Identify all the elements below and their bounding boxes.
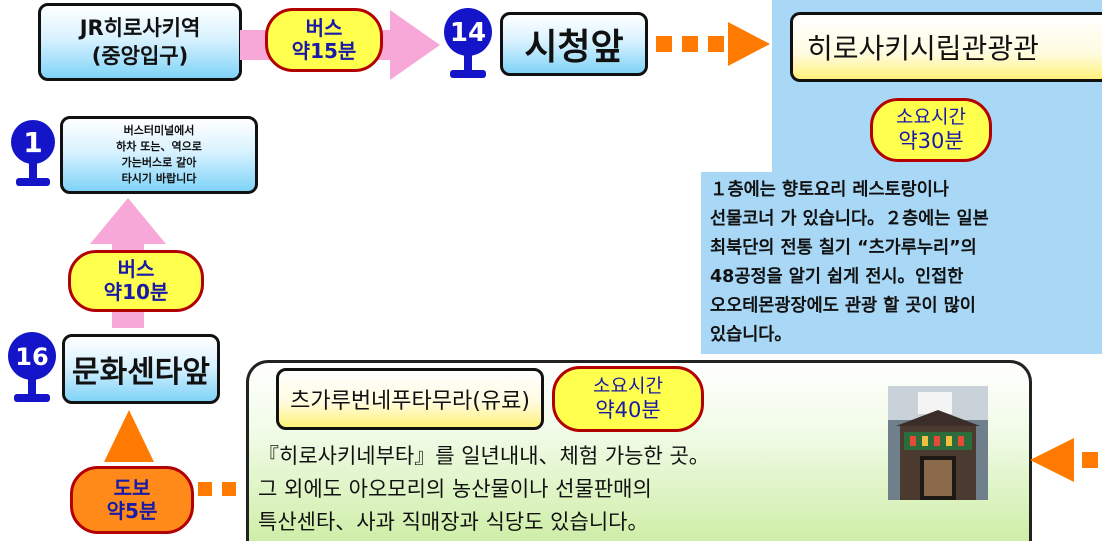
jr-hirosaki-station-box: JR히로사키역 (중앙입구) (38, 3, 242, 81)
bus-10min-badge: 버스 약10분 (68, 250, 204, 312)
tourism-desc-line: 있습니다。 (710, 325, 792, 345)
terminal-note-line: 타시기 바랍니다 (121, 172, 197, 185)
bus-10-time: 약10분 (103, 280, 169, 304)
bus-15-label: 버스 (305, 16, 343, 40)
tourism-duration-label: 소요시간 (896, 106, 966, 128)
neputa-village-title-box: 츠가루번네푸타무라(유료) (276, 368, 544, 430)
culture-center-name: 문화센타앞 (72, 355, 210, 390)
bus-stop-1-icon: 1 (11, 120, 55, 186)
tourism-duration-time: 약30분 (898, 128, 964, 153)
neputa-duration-label: 소요시간 (593, 375, 663, 397)
neputa-village-title: 츠가루번네푸타무라(유료) (290, 389, 530, 414)
orange-dashed-connector-icon (198, 482, 236, 496)
tourism-desc-line: 48공정을 알기 쉽게 전시。인접한 (710, 267, 964, 287)
bus-15min-badge: 버스 약15분 (265, 8, 383, 72)
bus-15-time: 약15분 (291, 39, 357, 63)
neputa-duration-time: 약40분 (595, 397, 661, 422)
tourism-hall-duration-badge: 소요시간 약30분 (870, 98, 992, 162)
neputa-desc-line: 그 외에도 아오모리의 농산물이나 선물판매의 (258, 477, 652, 501)
neputa-duration-badge: 소요시간 약40분 (552, 366, 704, 432)
stop-16-number: 16 (15, 343, 48, 371)
bus-10-label: 버스 (117, 257, 155, 281)
city-hall-station-box: 시청앞 (500, 12, 648, 76)
tourism-hall-desc-panel (701, 172, 1102, 354)
stop-1-number: 1 (23, 126, 42, 159)
jr-station-name: JR히로사키역 (79, 15, 201, 40)
terminal-note-line: 가는버스로 갈아 (121, 156, 197, 169)
neputa-desc-line: 『히로사키네부타』를 일년내내、체험 가능한 곳。 (258, 444, 710, 468)
bus-terminal-note-box: 버스터미널에서 하차 또는、역으로 가는버스로 갈아 타시기 바랍니다 (60, 116, 258, 194)
orange-arrow-up-icon (104, 410, 154, 462)
tourism-desc-line: 오오테몬광장에도 관광 할 곳이 많이 (710, 296, 976, 316)
neputa-village-photo (888, 386, 988, 500)
terminal-note-line: 버스터미널에서 (123, 124, 195, 137)
bus-stop-16-icon: 16 (8, 332, 56, 402)
stop-14-number: 14 (450, 18, 486, 48)
orange-dashed-arrow-left-icon (1030, 438, 1098, 482)
tourism-desc-line: 최북단의 전통 칠기 “츠가루누리”의 (710, 238, 977, 258)
walk-5min-badge: 도보 약5분 (70, 466, 194, 534)
neputa-desc-line: 특산센타、사과 직매장과 식당도 있습니다。 (258, 510, 649, 534)
orange-dashed-arrow-right-icon (656, 22, 770, 66)
terminal-note-line: 하차 또는、역으로 (116, 140, 202, 153)
neputa-village-description: 『히로사키네부타』를 일년내내、체험 가능한 곳。 그 외에도 아오모리의 농산… (258, 440, 898, 539)
city-hall-name: 시청앞 (524, 27, 624, 68)
culture-center-station-box: 문화센타앞 (62, 334, 220, 404)
walk-5-time: 약5분 (106, 499, 158, 523)
tourism-desc-line: 선물코너 가 있습니다。２층에는 일본 (710, 209, 989, 229)
walk-5-label: 도보 (113, 476, 151, 500)
bus-stop-14-icon: 14 (444, 8, 492, 78)
tourism-hall-description: １층에는 향토요리 레스토랑이나 선물코너 가 있습니다。２층에는 일본 최북단… (710, 176, 1102, 350)
tourism-desc-line: １층에는 향토요리 레스토랑이나 (710, 180, 949, 200)
tourism-hall-title-box: 히로사키시립관광관 (790, 12, 1102, 82)
jr-station-exit: (중앙입구) (91, 44, 189, 68)
tourism-hall-title: 히로사키시립관광관 (807, 32, 1039, 65)
